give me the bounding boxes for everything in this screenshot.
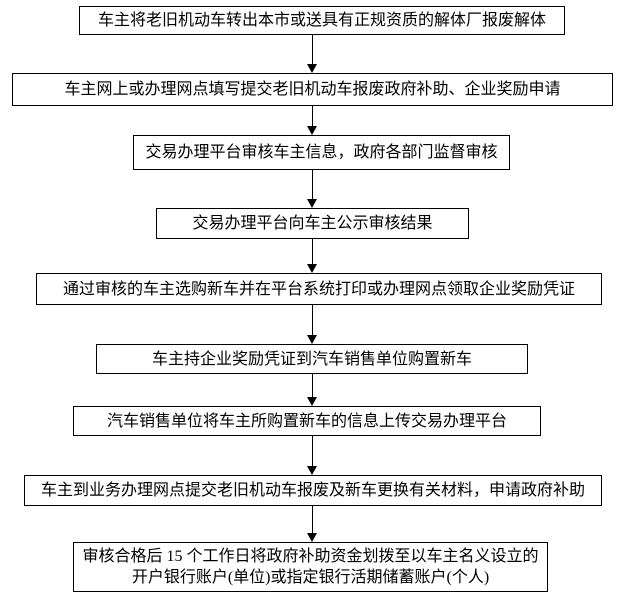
arrow-down-icon <box>307 533 317 542</box>
flow-step-5: 通过审核的车主选购新车并在平台系统打印或办理网点领取企业奖励凭证 <box>36 273 602 305</box>
flow-step-9: 审核合格后 15 个工作日将政府补助资金划拨至以车主名义设立的 开户银行账户(单… <box>73 542 548 592</box>
arrow-down-icon <box>307 126 317 135</box>
flow-connector-5 <box>306 305 318 344</box>
arrow-down-icon <box>307 466 317 475</box>
flow-connector-8 <box>306 506 318 542</box>
connector-line <box>311 506 313 533</box>
arrow-down-icon <box>307 397 317 406</box>
connector-line <box>311 436 313 466</box>
arrow-down-icon <box>307 264 317 273</box>
flow-step-4: 交易办理平台向车主公示审核结果 <box>156 208 469 239</box>
flow-step-3: 交易办理平台审核车主信息，政府各部门监督审核 <box>133 135 510 170</box>
connector-line <box>311 305 313 335</box>
flow-step-2: 车主网上或办理网点填写提交老旧机动车报废政府补助、企业奖励申请 <box>12 73 613 106</box>
flow-connector-3 <box>306 170 318 208</box>
connector-line <box>311 106 313 126</box>
flow-connector-6 <box>306 374 318 406</box>
flow-connector-1 <box>306 35 318 73</box>
flow-connector-2 <box>306 106 318 135</box>
connector-line <box>311 374 313 397</box>
flow-connector-7 <box>306 436 318 475</box>
arrow-down-icon <box>307 199 317 208</box>
flow-connector-4 <box>306 239 318 273</box>
flow-step-1: 车主将老旧机动车转出本市或送具有正规资质的解体厂报废解体 <box>79 6 565 35</box>
arrow-down-icon <box>307 64 317 73</box>
flow-step-6: 车主持企业奖励凭证到汽车销售单位购置新车 <box>96 344 528 374</box>
connector-line <box>311 239 313 264</box>
arrow-down-icon <box>307 335 317 344</box>
connector-line <box>311 170 313 199</box>
connector-line <box>311 35 313 64</box>
flow-step-7: 汽车销售单位将车主所购置新车的信息上传交易办理平台 <box>73 406 541 436</box>
flow-step-8: 车主到业务办理网点提交老旧机动车报废及新车更换有关材料，申请政府补助 <box>24 475 602 506</box>
